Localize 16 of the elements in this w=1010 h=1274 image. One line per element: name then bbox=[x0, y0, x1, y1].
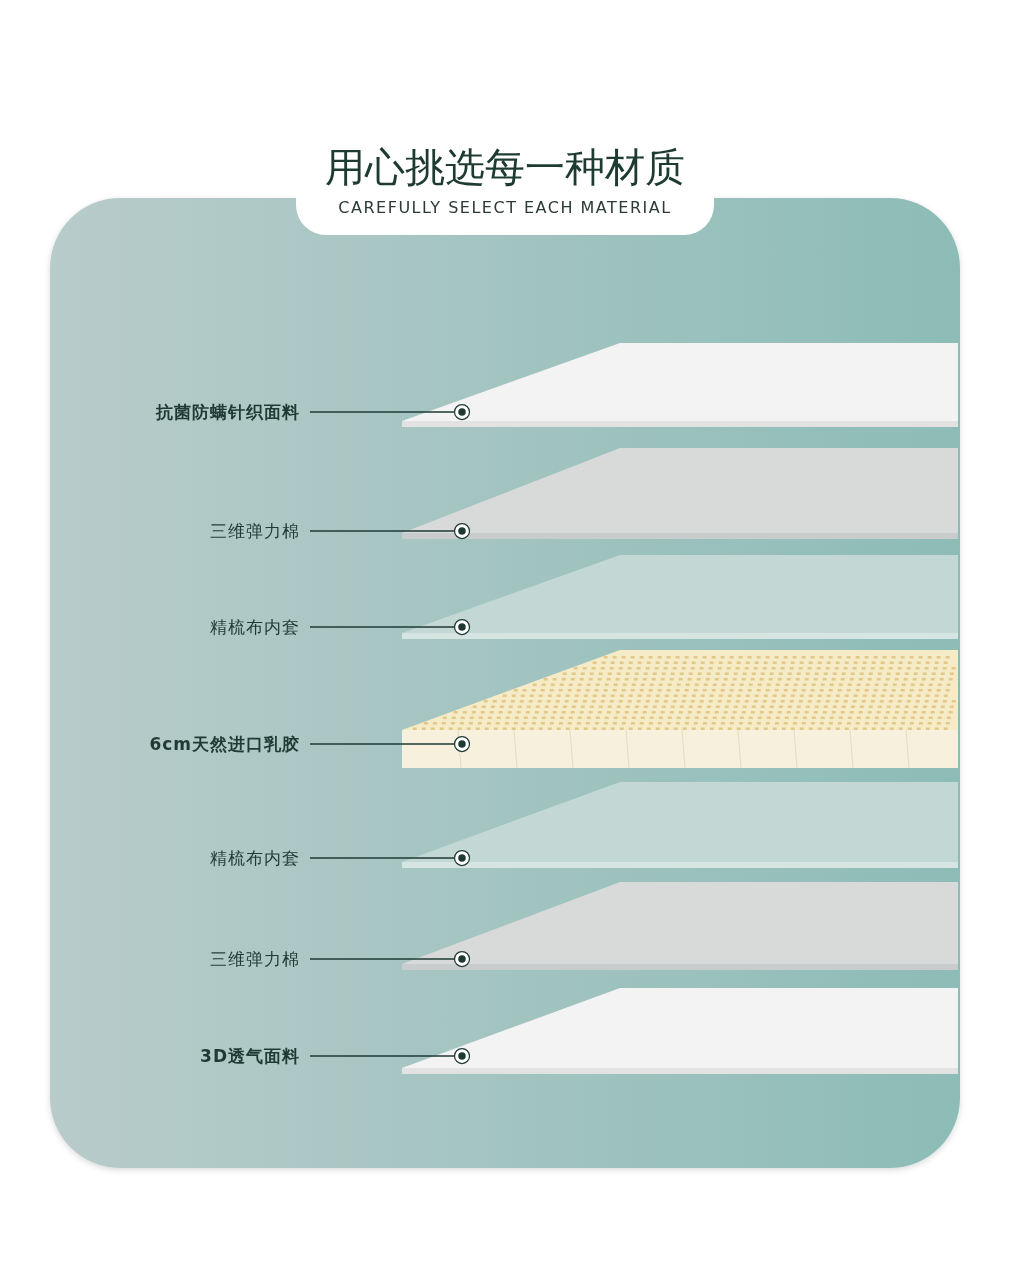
layer-label: 6cm天然进口乳胶 bbox=[149, 732, 300, 756]
layer-label: 精梳布内套 bbox=[210, 846, 300, 870]
layer-label: 三维弹力棉 bbox=[210, 947, 300, 971]
layer-label: 3D透气面料 bbox=[200, 1044, 300, 1068]
layer-label: 抗菌防螨针织面料 bbox=[156, 400, 300, 424]
leader-line bbox=[309, 618, 471, 636]
leader-line bbox=[309, 950, 471, 968]
layer-label: 精梳布内套 bbox=[210, 615, 300, 639]
layer-label: 三维弹力棉 bbox=[210, 519, 300, 543]
leader-line bbox=[309, 849, 471, 867]
leader-line bbox=[309, 735, 471, 753]
subtitle: CAREFULLY SELECT EACH MATERIAL bbox=[337, 198, 673, 217]
leader-line bbox=[309, 1047, 471, 1065]
leader-line bbox=[309, 403, 471, 421]
leader-line bbox=[309, 522, 471, 540]
title: 用心挑选每一种材质 bbox=[324, 143, 686, 192]
